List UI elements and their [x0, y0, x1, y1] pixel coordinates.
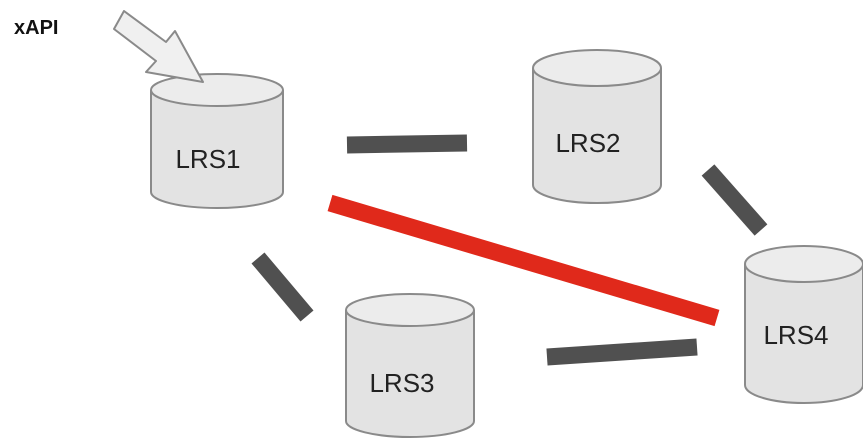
connection-lrs2-lrs4	[701, 164, 768, 236]
connection-lrs3-lrs4	[546, 338, 698, 366]
database-top	[532, 49, 662, 87]
connection-lrs1-lrs3	[251, 252, 314, 322]
connections	[251, 134, 768, 366]
xapi-label: xAPI	[14, 17, 58, 39]
database-top	[345, 293, 475, 327]
database-top	[150, 73, 284, 107]
node-label-lrs1: LRS1	[175, 144, 240, 174]
hollow-arrow-icon	[113, 10, 204, 83]
database-icon	[345, 310, 475, 438]
node-label-lrs4: LRS4	[763, 320, 828, 350]
node-label-lrs2: LRS2	[555, 128, 620, 158]
database-icon	[150, 90, 284, 209]
lrs4-node: LRS4	[744, 245, 863, 404]
lrs3-node: LRS3	[345, 293, 475, 438]
connection-lrs1-lrs4	[327, 194, 720, 327]
node-label-lrs3: LRS3	[369, 368, 434, 398]
connection-lrs1-lrs2	[346, 134, 468, 154]
database-icon	[532, 68, 662, 204]
lrs2-node: LRS2	[532, 49, 662, 204]
lrs1-node: LRS1	[150, 73, 284, 209]
database-top	[744, 245, 863, 283]
database-icon	[744, 264, 863, 404]
